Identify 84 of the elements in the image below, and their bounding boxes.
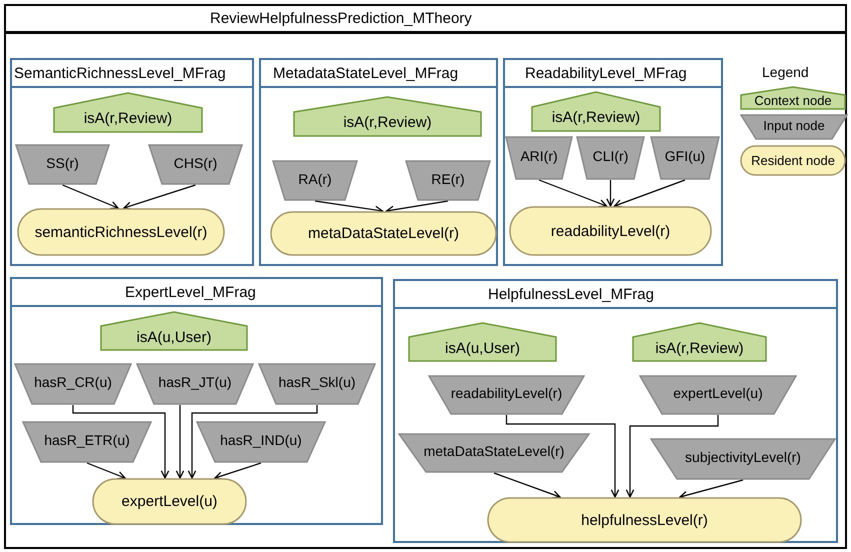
context-node	[632, 322, 767, 362]
node-label: RA(r)	[298, 172, 332, 186]
input-node	[398, 433, 590, 473]
node-label: hasR_ETR(u)	[44, 433, 130, 447]
panel-title: HelpfulnessLevel_MFrag	[488, 286, 654, 302]
arrow	[86, 462, 126, 480]
node-label: CHS(r)	[174, 156, 218, 170]
node-label: readabilityLevel(r)	[550, 224, 670, 238]
arrow	[538, 179, 608, 208]
node-label: isA(r,Review)	[343, 115, 432, 130]
input-node	[22, 421, 152, 463]
node-label: hasR_JT(u)	[158, 375, 232, 389]
input-node	[196, 421, 326, 463]
node-label: ARI(r)	[520, 149, 558, 163]
legend-text: Input node	[763, 119, 825, 132]
input-node	[428, 375, 585, 415]
input-node	[148, 144, 243, 185]
input-node	[576, 136, 645, 180]
node-label: isA(u,User)	[444, 340, 520, 356]
node-label: metaDataStateLevel(r)	[308, 226, 459, 241]
arrow	[606, 180, 615, 207]
node-label: hasR_IND(u)	[220, 433, 302, 447]
node-label: expertLevel(u)	[122, 494, 218, 509]
context-node	[100, 311, 248, 351]
panel-title: ExpertLevel_MFrag	[125, 284, 256, 300]
input-node	[258, 363, 376, 405]
arrow	[614, 179, 686, 208]
arrow	[506, 415, 620, 498]
legend-text: Context node	[754, 94, 832, 107]
node-label: isA(r,Review)	[655, 340, 744, 356]
panel-title: ReadabilityLevel_MFrag	[525, 66, 687, 80]
resident-node	[487, 497, 802, 543]
arrow	[62, 184, 119, 210]
node-label: hasR_CR(u)	[34, 375, 112, 389]
context-node	[531, 91, 661, 132]
input-node	[136, 363, 254, 405]
resident-node	[509, 206, 712, 256]
arrow	[72, 405, 170, 479]
theory-frame	[4, 4, 847, 549]
legend-text: Resident node	[751, 154, 835, 167]
arrow	[679, 479, 744, 500]
node-label: hasR_Skl(u)	[278, 375, 356, 389]
resident-node	[17, 208, 225, 256]
node-label: semanticRichnessLevel(r)	[34, 224, 208, 240]
arrow	[176, 405, 184, 479]
fragment-panel	[503, 58, 723, 266]
panel-title: ReviewHelpfulnessPrediction_MTheory	[210, 11, 472, 26]
panel-title: MetadataStateLevel_MFrag	[273, 66, 458, 80]
node-label: isA(r,Review)	[552, 110, 640, 125]
node-label: SS(r)	[46, 156, 79, 170]
input-node	[405, 160, 491, 201]
arrow	[626, 415, 719, 498]
resident-node	[92, 478, 247, 525]
node-label: GFI(u)	[664, 149, 706, 163]
fragment-panel	[10, 58, 254, 266]
input-node	[272, 160, 358, 201]
context-node	[53, 92, 203, 133]
resident-node	[270, 211, 497, 256]
panel-title: SemanticRichnessLevel_MFrag	[14, 66, 226, 80]
fragment-panel	[259, 58, 498, 266]
node-label: isA(u,User)	[136, 330, 212, 344]
input-node	[650, 136, 720, 180]
arrow	[214, 462, 262, 480]
context-node	[293, 96, 482, 137]
arrow	[123, 184, 196, 210]
arrow	[188, 405, 318, 479]
node-label: metaDataStateLevel(r)	[424, 444, 564, 458]
node-label: readabilityLevel(r)	[450, 386, 562, 400]
node-label: expertLevel(u)	[673, 386, 763, 400]
fragment-panel	[393, 279, 838, 543]
arrow	[494, 472, 561, 499]
input-node	[639, 375, 797, 415]
input-node	[15, 144, 110, 185]
node-label: RE(r)	[431, 172, 465, 186]
node-label: CLI(r)	[592, 149, 628, 163]
input-node	[505, 136, 573, 180]
input-node	[650, 438, 836, 480]
node-label: helpfulnessLevel(r)	[581, 512, 708, 528]
node-label: isA(r,Review)	[84, 111, 172, 126]
legend-title: Legend	[762, 63, 809, 82]
fragment-panel	[10, 277, 383, 525]
context-node	[408, 322, 557, 362]
node-label: subjectivityLevel(r)	[685, 450, 801, 464]
input-node	[14, 363, 132, 405]
